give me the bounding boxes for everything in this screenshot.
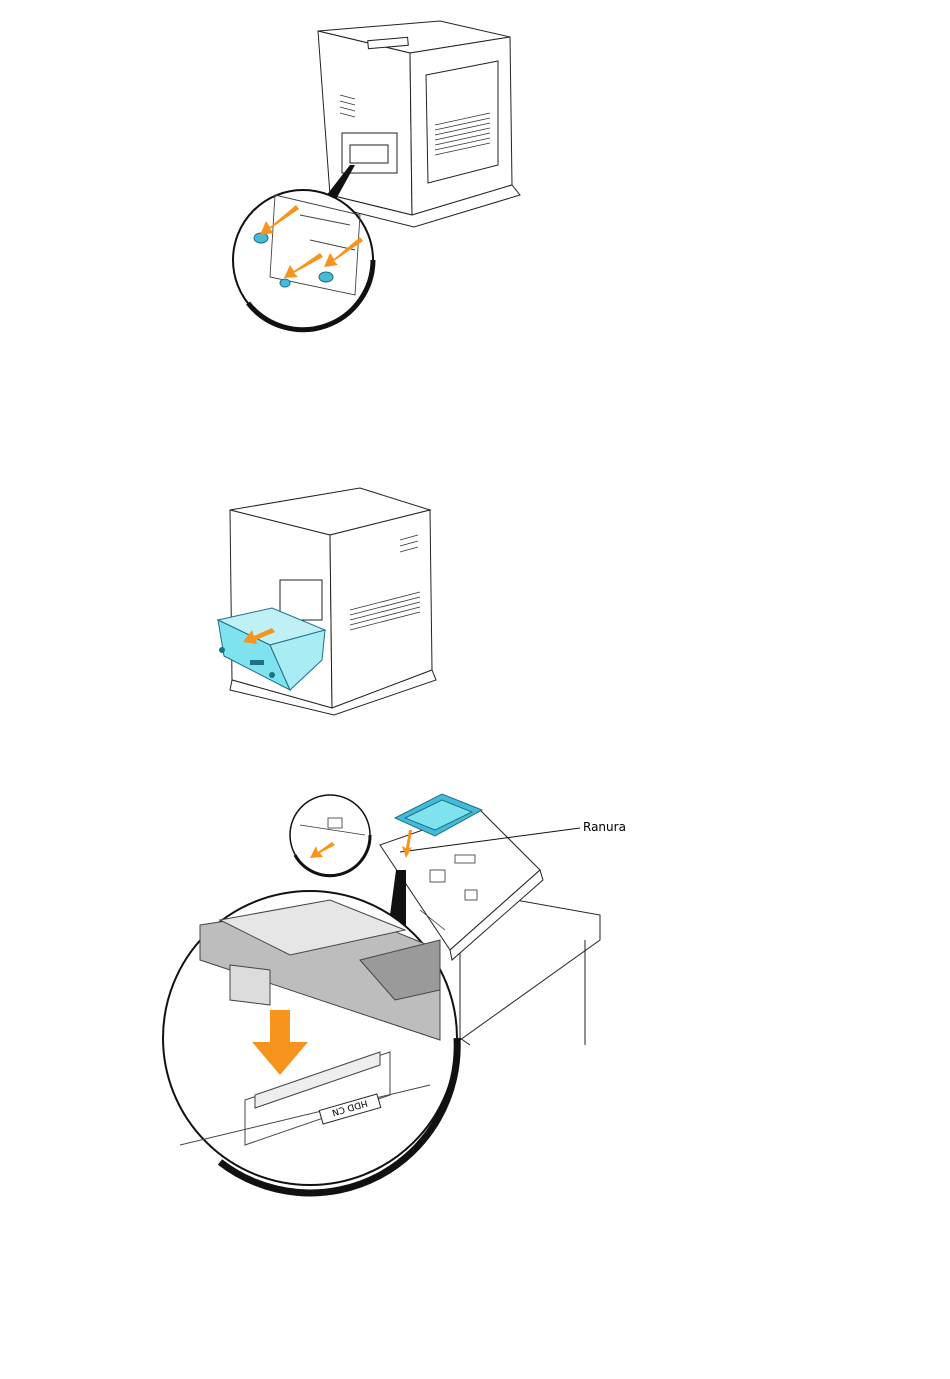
hard-disk-illustration: HDD CN bbox=[160, 790, 650, 1195]
controller-board-illustration bbox=[210, 480, 460, 715]
figure-pull-out-controller-board bbox=[210, 480, 460, 715]
printer-screws-illustration bbox=[230, 15, 530, 340]
figure-remove-screws bbox=[230, 15, 530, 340]
slot-label: Ranura bbox=[583, 820, 626, 834]
figure-insert-hard-disk: HDD CN bbox=[160, 790, 650, 1195]
